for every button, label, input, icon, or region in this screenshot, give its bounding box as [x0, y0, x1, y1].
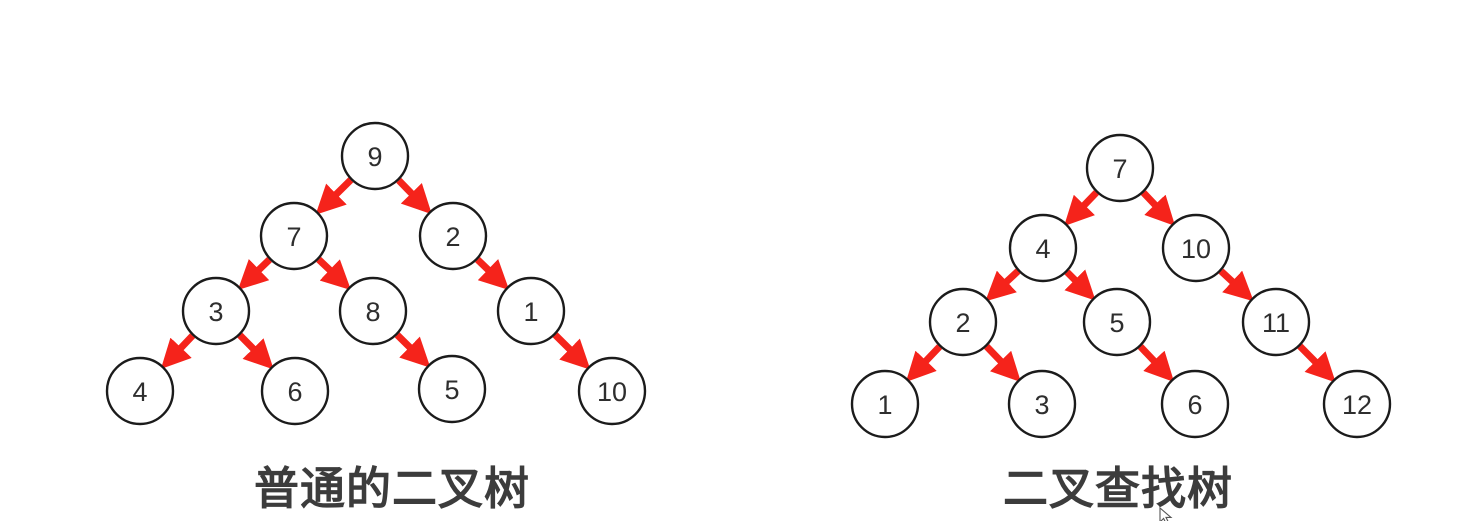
tree-node: 5	[1082, 287, 1152, 357]
node-label: 7	[286, 222, 301, 252]
tree-edge	[396, 177, 432, 215]
tree-edge	[237, 332, 274, 370]
node-label: 2	[955, 308, 970, 338]
node-label: 5	[1109, 308, 1124, 338]
tree-edge	[160, 333, 196, 370]
node-circle	[418, 201, 488, 271]
node-label: 5	[444, 375, 459, 405]
tree-edge	[475, 257, 510, 290]
node-label: 2	[445, 222, 460, 252]
tree-edge	[1137, 344, 1175, 383]
tree-node: 6	[260, 356, 330, 426]
node-circle	[259, 201, 329, 271]
node-label: 4	[1035, 234, 1050, 264]
tree-node: 12	[1322, 369, 1392, 439]
node-circle	[181, 276, 251, 346]
tree-edge	[1218, 268, 1254, 302]
node-circle	[338, 276, 408, 346]
node-circle	[1160, 369, 1230, 439]
tree-node: 9	[340, 121, 410, 191]
tree-edge	[316, 256, 352, 291]
node-circle	[496, 276, 566, 346]
node-label: 6	[287, 377, 302, 407]
node-circle	[1082, 287, 1152, 357]
tree-node: 1	[850, 369, 920, 439]
tree-node: 4	[1008, 213, 1078, 283]
tree-node: 11	[1241, 287, 1311, 357]
node-circle	[850, 369, 920, 439]
node-label: 10	[1181, 234, 1211, 264]
node-circle	[1008, 213, 1078, 283]
node-circle	[1007, 369, 1077, 439]
edges-layer	[160, 177, 1336, 383]
node-label: 11	[1262, 308, 1290, 338]
tree-node: 5	[417, 354, 487, 424]
node-label: 12	[1342, 390, 1372, 420]
tree-edge	[315, 177, 354, 215]
node-circle	[1161, 213, 1231, 283]
tree-edge	[1064, 190, 1099, 227]
tree-edge	[237, 257, 272, 290]
tree-edge	[985, 268, 1021, 302]
tree-edge	[1297, 343, 1336, 383]
tree-node: 7	[1085, 133, 1155, 203]
node-label: 9	[367, 142, 382, 172]
tree-node: 4	[105, 356, 175, 426]
tree-edge	[1140, 190, 1176, 227]
node-label: 4	[132, 377, 147, 407]
node-label: 1	[523, 297, 538, 327]
node-circle	[928, 287, 998, 357]
node-label: 1	[877, 390, 892, 420]
node-circle	[1085, 133, 1155, 203]
tree-edge	[552, 332, 591, 370]
tree-node: 3	[1007, 369, 1077, 439]
node-circle	[1322, 369, 1392, 439]
tree-node: 8	[338, 276, 408, 346]
node-label: 3	[208, 297, 223, 327]
node-circle	[1241, 287, 1311, 357]
node-label: 10	[597, 377, 627, 407]
tree-node: 2	[418, 201, 488, 271]
tree-edge	[984, 344, 1021, 383]
node-label: 8	[365, 297, 380, 327]
node-label: 3	[1034, 390, 1049, 420]
node-circle	[260, 356, 330, 426]
tree-edge	[394, 332, 431, 368]
node-circle	[417, 354, 487, 424]
tree-node: 10	[577, 356, 647, 426]
tree-node: 2	[928, 287, 998, 357]
tree-node: 10	[1161, 213, 1231, 283]
node-circle	[577, 356, 647, 426]
caption-ordinary-binary-tree: 普通的二叉树	[253, 463, 531, 514]
caption-binary-search-tree: 二叉查找树	[1002, 463, 1234, 514]
tree-edge	[1064, 269, 1096, 301]
tree-node: 3	[181, 276, 251, 346]
tree-edge	[905, 344, 943, 383]
tree-node: 6	[1160, 369, 1230, 439]
tree-node: 7	[259, 201, 329, 271]
node-circle	[105, 356, 175, 426]
node-label: 6	[1187, 390, 1202, 420]
tree-node: 1	[496, 276, 566, 346]
node-label: 7	[1112, 154, 1127, 184]
node-circle	[340, 121, 410, 191]
